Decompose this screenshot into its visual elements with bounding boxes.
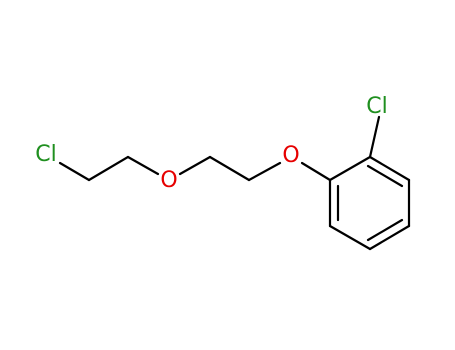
bond-o1-c3 — [178, 155, 212, 176]
bond-c4-o2 — [247, 161, 282, 182]
bond-c3-c4 — [208, 155, 251, 182]
ring-bond-4 — [368, 224, 411, 251]
bond-o2-ring — [300, 161, 332, 182]
atom-oxygen-1: O — [160, 168, 177, 193]
ring-double-bond-1 — [366, 164, 404, 188]
bond-c1-c2 — [87, 155, 130, 182]
atom-chlorine-ring: Cl — [366, 94, 387, 119]
bond-cl-c1 — [58, 161, 91, 182]
ring-bond-5 — [328, 224, 372, 251]
ring-bond-2 — [368, 155, 411, 182]
bond-ring-cl — [368, 115, 381, 159]
atom-oxygen-2: O — [282, 143, 299, 168]
atom-chlorine-left: Cl — [35, 142, 56, 167]
ring-bond-1 — [328, 155, 372, 182]
bond-c2-o1 — [126, 155, 160, 176]
ring-double-bond-2 — [366, 218, 404, 242]
